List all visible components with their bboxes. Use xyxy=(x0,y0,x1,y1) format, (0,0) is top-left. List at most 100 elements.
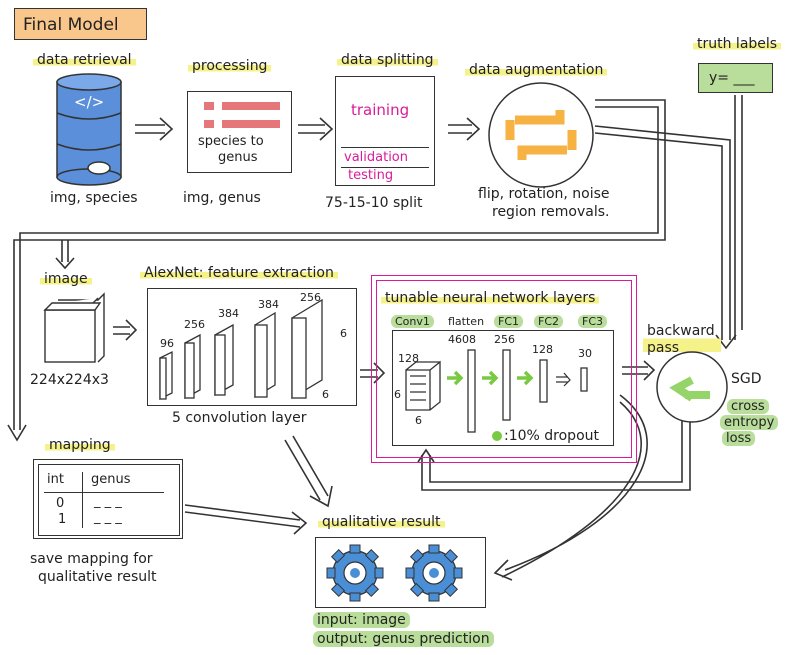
swap-icon xyxy=(505,110,577,160)
fc2-bar xyxy=(539,359,548,403)
mapping-row1-genus: _ _ _ xyxy=(94,510,122,525)
truth-label: truth labels xyxy=(693,36,782,52)
arrow-mapping-qualitative xyxy=(184,504,308,535)
page-title: Final Model xyxy=(23,15,119,35)
augmentation-caption1: flip, rotation, noise xyxy=(478,186,610,202)
split-validation: validation xyxy=(344,150,409,165)
tag-conv1: Conv1 xyxy=(391,315,434,328)
processing-text1: species to xyxy=(198,134,264,149)
arrow-backward-loop xyxy=(421,410,691,491)
green-arrow-2 xyxy=(482,370,499,386)
alexnet-ch-4: 384 xyxy=(258,298,279,311)
n-conv: 128 xyxy=(398,352,419,365)
arrow-image-alexnet xyxy=(113,319,138,341)
augmentation-caption2: region removals. xyxy=(492,204,610,220)
mapping-row0-genus: _ _ _ xyxy=(94,494,122,509)
loss-3: loss xyxy=(722,431,756,446)
loss-2: entropy xyxy=(720,415,779,430)
mapping-col1: int xyxy=(47,472,64,487)
dropout-dot xyxy=(492,431,502,441)
mapping-caption2: qualitative result xyxy=(38,569,157,585)
arrow-tunable-backward xyxy=(622,360,656,381)
processing-box: species to genus xyxy=(187,91,292,173)
title-box: Final Model xyxy=(14,8,147,40)
alexnet-ch-5: 256 xyxy=(300,291,321,304)
n-flat: 4608 xyxy=(448,333,476,346)
tag-fc1: FC1 xyxy=(494,315,524,328)
retrieval-code: </> xyxy=(74,93,105,111)
alexnet-six-a: 6 xyxy=(340,327,347,340)
splitting-label: data splitting xyxy=(337,52,438,68)
mapping-col2: genus xyxy=(91,472,131,487)
tunable-inner-frame xyxy=(376,280,632,458)
arrow-aug-to-backward xyxy=(594,125,731,340)
processing-label: processing xyxy=(188,58,272,74)
tag-flatten: flatten xyxy=(448,315,485,328)
gear-icon xyxy=(326,544,384,602)
mapping-row0-int: 0 xyxy=(56,496,65,511)
processing-caption: img, genus xyxy=(183,190,261,206)
alexnet-label: AlexNet: feature extraction xyxy=(140,265,338,281)
image-size: 224x224x3 xyxy=(30,372,109,388)
tunable-outer-frame xyxy=(371,275,637,463)
arrow-truth-to-backward xyxy=(734,95,743,340)
backward-arrow-icon xyxy=(669,376,710,402)
n-fc3: 30 xyxy=(578,347,592,360)
loss-1: cross xyxy=(727,399,769,414)
processing-text2: genus xyxy=(218,150,258,165)
sgd-label: SGD xyxy=(731,371,762,387)
conv1-block xyxy=(405,360,441,411)
tag-fc3: FC3 xyxy=(578,315,608,328)
backward-label: backward pass xyxy=(643,323,721,357)
qualitative-input: input: image xyxy=(313,612,410,628)
retrieval-caption: img, species xyxy=(50,190,138,206)
dropout-label: :10% dropout xyxy=(504,428,599,444)
tunable-title: tunable neural network layers xyxy=(381,290,600,306)
augmentation-label: data augmentation xyxy=(465,62,608,78)
fc1-bar xyxy=(502,349,511,421)
truth-box: y= ___ xyxy=(698,63,773,93)
alexnet-ch-1: 96 xyxy=(160,337,174,350)
retrieval-label: data retrieval xyxy=(33,52,136,68)
splitting-caption: 75-15-10 split xyxy=(325,195,423,211)
n-fc1: 256 xyxy=(494,333,515,346)
tunable-six-a: 6 xyxy=(394,388,401,401)
alexnet-caption: 5 convolution layer xyxy=(172,410,307,426)
arrow-alexnet-tunable xyxy=(360,362,386,384)
green-arrow-1 xyxy=(447,370,464,386)
gear-icon xyxy=(405,544,463,602)
arrow-processing-splitting xyxy=(298,117,334,141)
arrow-splitting-augmentation xyxy=(448,117,481,141)
alexnet-ch-3: 384 xyxy=(218,307,239,320)
tunable-six-b: 6 xyxy=(415,414,422,427)
mapping-box: int genus 0 _ _ _ 1 _ _ _ xyxy=(33,459,183,539)
split-training: training xyxy=(351,101,410,119)
qualitative-label: qualitative result xyxy=(318,514,445,530)
mapping-label: mapping xyxy=(45,437,115,453)
green-arrow-3 xyxy=(517,370,534,386)
arrow-retrieval-processing xyxy=(135,117,174,141)
mapping-caption1: save mapping for xyxy=(30,551,153,567)
image-label: image xyxy=(40,271,92,287)
fc3-bar xyxy=(580,367,588,392)
alexnet-ch-2: 256 xyxy=(184,318,205,331)
arrow-tunable-qualitative xyxy=(501,394,648,578)
arrow-aug-to-image xyxy=(13,99,666,430)
flatten-bar xyxy=(467,349,476,433)
qualitative-output: output: genus prediction xyxy=(313,631,494,647)
truth-value: y= ___ xyxy=(709,70,755,86)
n-fc2: 128 xyxy=(532,343,553,356)
splitting-box: training validation testing xyxy=(335,76,435,186)
tag-fc2: FC2 xyxy=(534,315,564,328)
split-testing: testing xyxy=(348,168,394,183)
alexnet-six-b: 6 xyxy=(322,388,329,401)
mapping-row1-int: 1 xyxy=(58,512,67,527)
